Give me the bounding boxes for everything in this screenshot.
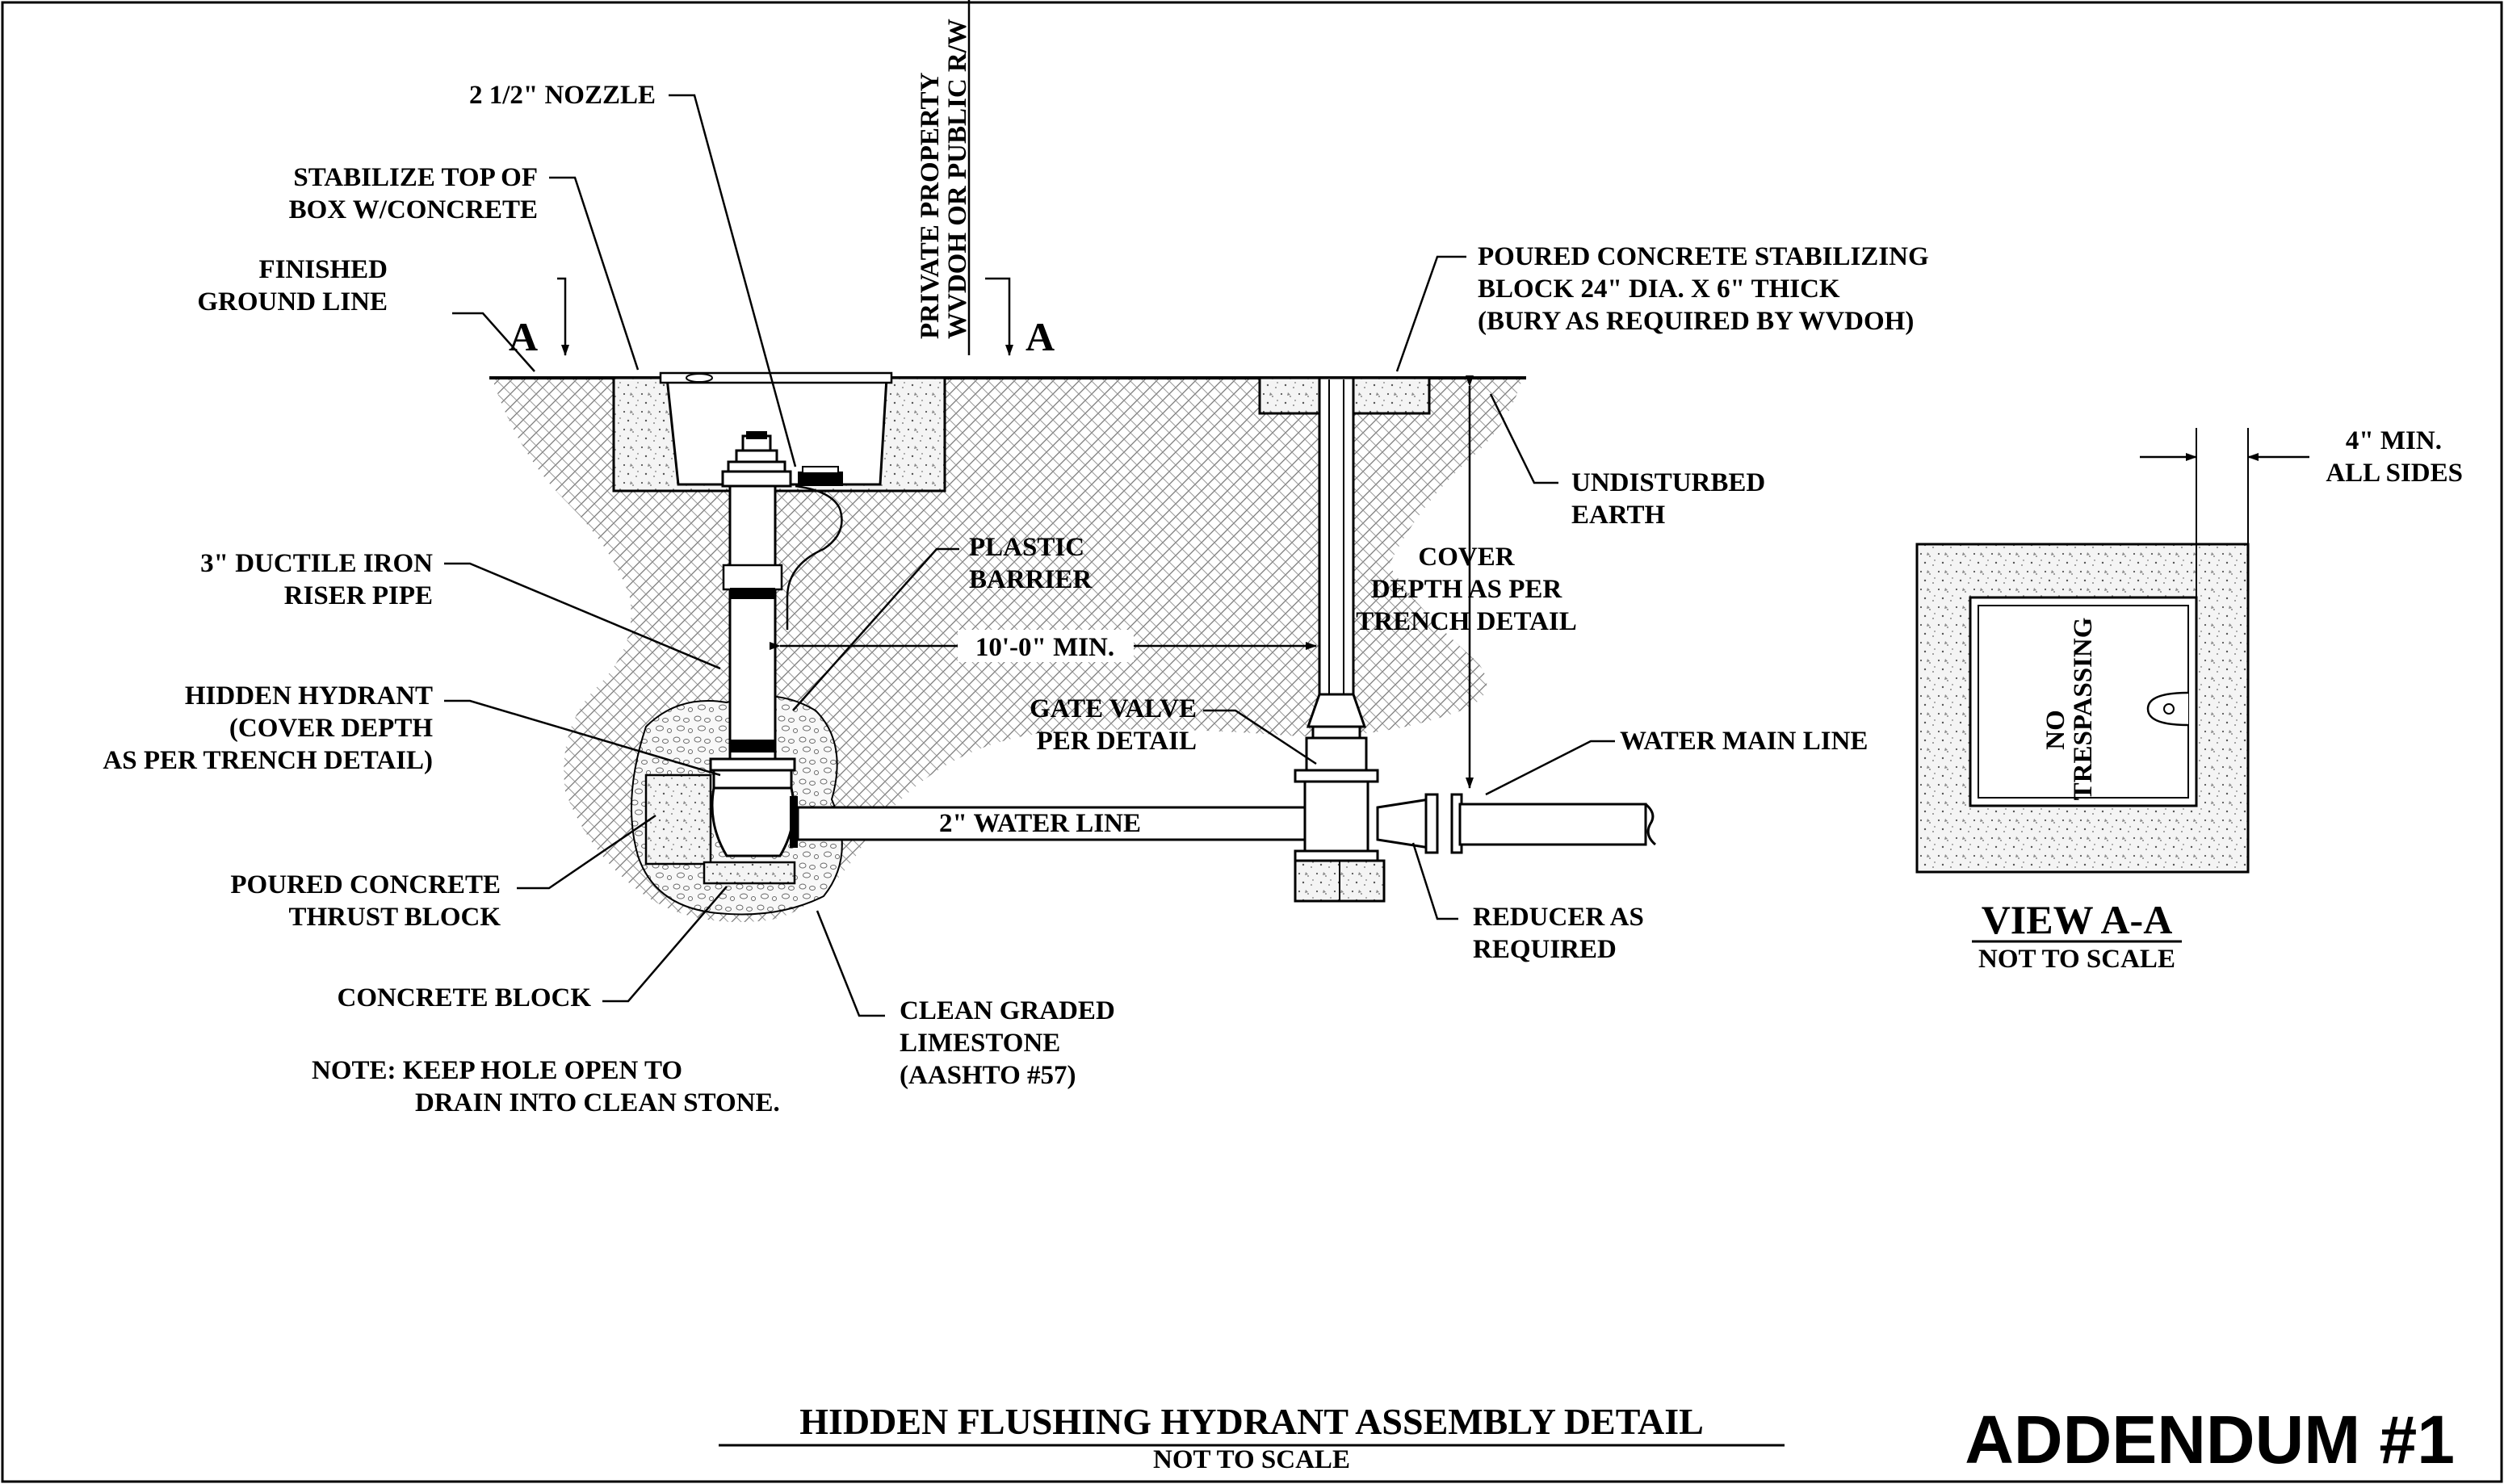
label-stabilize-1: STABILIZE TOP OF xyxy=(293,163,538,192)
label-property-2: WVDOH OR PUBLIC R/W xyxy=(943,19,972,339)
water-main-line xyxy=(1458,803,1647,846)
nozzle xyxy=(798,472,843,486)
label-cover-2: DEPTH AS PER xyxy=(1371,575,1563,604)
label-hidden-3: AS PER TRENCH DETAIL) xyxy=(103,746,433,775)
valve-box-riser xyxy=(1318,376,1355,702)
view-a-a xyxy=(1915,428,2309,874)
label-note-1: NOTE: KEEP HOLE OPEN TO xyxy=(312,1056,682,1085)
leader-nozzle xyxy=(669,94,797,467)
lid-text-2: TRESPASSING xyxy=(2069,618,2098,801)
hidden-hydrant-head xyxy=(721,431,792,488)
label-cover-3: TRENCH DETAIL xyxy=(1356,607,1577,636)
leader-stabilizing-block xyxy=(1395,255,1466,372)
label-water-line: 2" WATER LINE xyxy=(939,809,1141,838)
section-marker-left xyxy=(557,277,569,356)
lid-text-1: NO xyxy=(2041,710,2070,750)
drawing-title: HIDDEN FLUSHING HYDRANT ASSEMBLY DETAIL xyxy=(799,1401,1704,1442)
concrete-block xyxy=(703,861,796,885)
section-marker-right xyxy=(985,277,1013,356)
label-riser-2: RISER PIPE xyxy=(284,581,433,610)
leader-reducer xyxy=(1411,842,1458,920)
labels: 2 1/2" NOZZLE STABILIZE TOP OF BOX W/CON… xyxy=(103,19,2463,1478)
leader-gate-valve xyxy=(1203,709,1317,765)
leader-hidden-hydrant xyxy=(444,699,721,777)
label-stabilize-2: BOX W/CONCRETE xyxy=(289,195,538,224)
view-title: VIEW A-A xyxy=(1982,897,2173,942)
label-concrete-block: CONCRETE BLOCK xyxy=(338,983,592,1012)
label-gate-1: GATE VALVE xyxy=(1030,694,1197,723)
label-hidden-1: HIDDEN HYDRANT xyxy=(185,681,433,711)
riser-pipe xyxy=(728,484,777,762)
label-cover-1: COVER xyxy=(1418,543,1515,572)
leader-concrete-block xyxy=(602,886,728,1003)
leader-stabilize xyxy=(549,176,640,371)
label-min-sides-2: ALL SIDES xyxy=(2326,459,2463,488)
leader-barrier xyxy=(792,547,959,711)
label-water-main: WATER MAIN LINE xyxy=(1620,727,1868,756)
label-thrust-1: POURED CONCRETE xyxy=(230,870,501,899)
label-nozzle: 2 1/2" NOZZLE xyxy=(469,81,656,110)
leader-riser xyxy=(444,562,721,670)
label-limestone-1: CLEAN GRADED xyxy=(900,996,1115,1025)
label-hidden-2: (COVER DEPTH xyxy=(229,714,433,743)
label-min-sides-1: 4" MIN. xyxy=(2346,426,2442,455)
leader-limestone xyxy=(816,910,885,1017)
hydrant-box-lid xyxy=(659,371,893,384)
label-reducer-1: REDUCER AS xyxy=(1473,903,1644,932)
label-gate-2: PER DETAIL xyxy=(1037,727,1197,756)
label-reducer-2: REQUIRED xyxy=(1473,935,1617,964)
poured-concrete-thrust-block xyxy=(644,773,712,866)
label-limestone-2: LIMESTONE xyxy=(900,1029,1060,1058)
label-property-1: PRIVATE PROPERTY xyxy=(916,72,945,339)
section-label-left: A xyxy=(509,314,538,359)
leader-water-main xyxy=(1485,740,1615,796)
leader-undisturbed xyxy=(1489,393,1558,484)
gate-valve xyxy=(1294,693,1379,862)
label-undisturbed-2: EARTH xyxy=(1571,501,1666,530)
label-stabilizing-block-3: (BURY AS REQUIRED BY WVDOH) xyxy=(1478,307,1914,336)
label-finished-2: GROUND LINE xyxy=(197,287,388,317)
leader-thrust-block xyxy=(517,814,656,890)
label-stabilizing-block-1: POURED CONCRETE STABILIZING xyxy=(1478,242,1929,271)
section-label-right: A xyxy=(1026,314,1055,359)
leader-finished-ground xyxy=(452,312,535,372)
plastic-barrier xyxy=(786,484,843,630)
hidden-hydrant-body xyxy=(709,757,798,857)
drawing-scale: NOT TO SCALE xyxy=(1153,1445,1350,1474)
label-finished-1: FINISHED xyxy=(258,255,388,284)
label-thrust-2: THRUST BLOCK xyxy=(288,903,501,932)
label-barrier-2: BARRIER xyxy=(969,565,1093,594)
label-stabilizing-block-2: BLOCK 24" DIA. X 6" THICK xyxy=(1478,275,1840,304)
two-inch-water-line xyxy=(796,806,1308,841)
label-barrier-1: PLASTIC xyxy=(969,533,1084,562)
view-scale: NOT TO SCALE xyxy=(1978,945,2175,974)
label-limestone-3: (AASHTO #57) xyxy=(900,1061,1076,1090)
label-note-2: DRAIN INTO CLEAN STONE. xyxy=(415,1088,780,1117)
label-undisturbed-1: UNDISTURBED xyxy=(1571,468,1765,497)
label-min-distance: 10'-0" MIN. xyxy=(975,633,1114,662)
label-riser-1: 3" DUCTILE IRON xyxy=(200,549,433,578)
addendum-label: ADDENDUM #1 xyxy=(1965,1402,2455,1478)
reducer xyxy=(1376,798,1431,849)
